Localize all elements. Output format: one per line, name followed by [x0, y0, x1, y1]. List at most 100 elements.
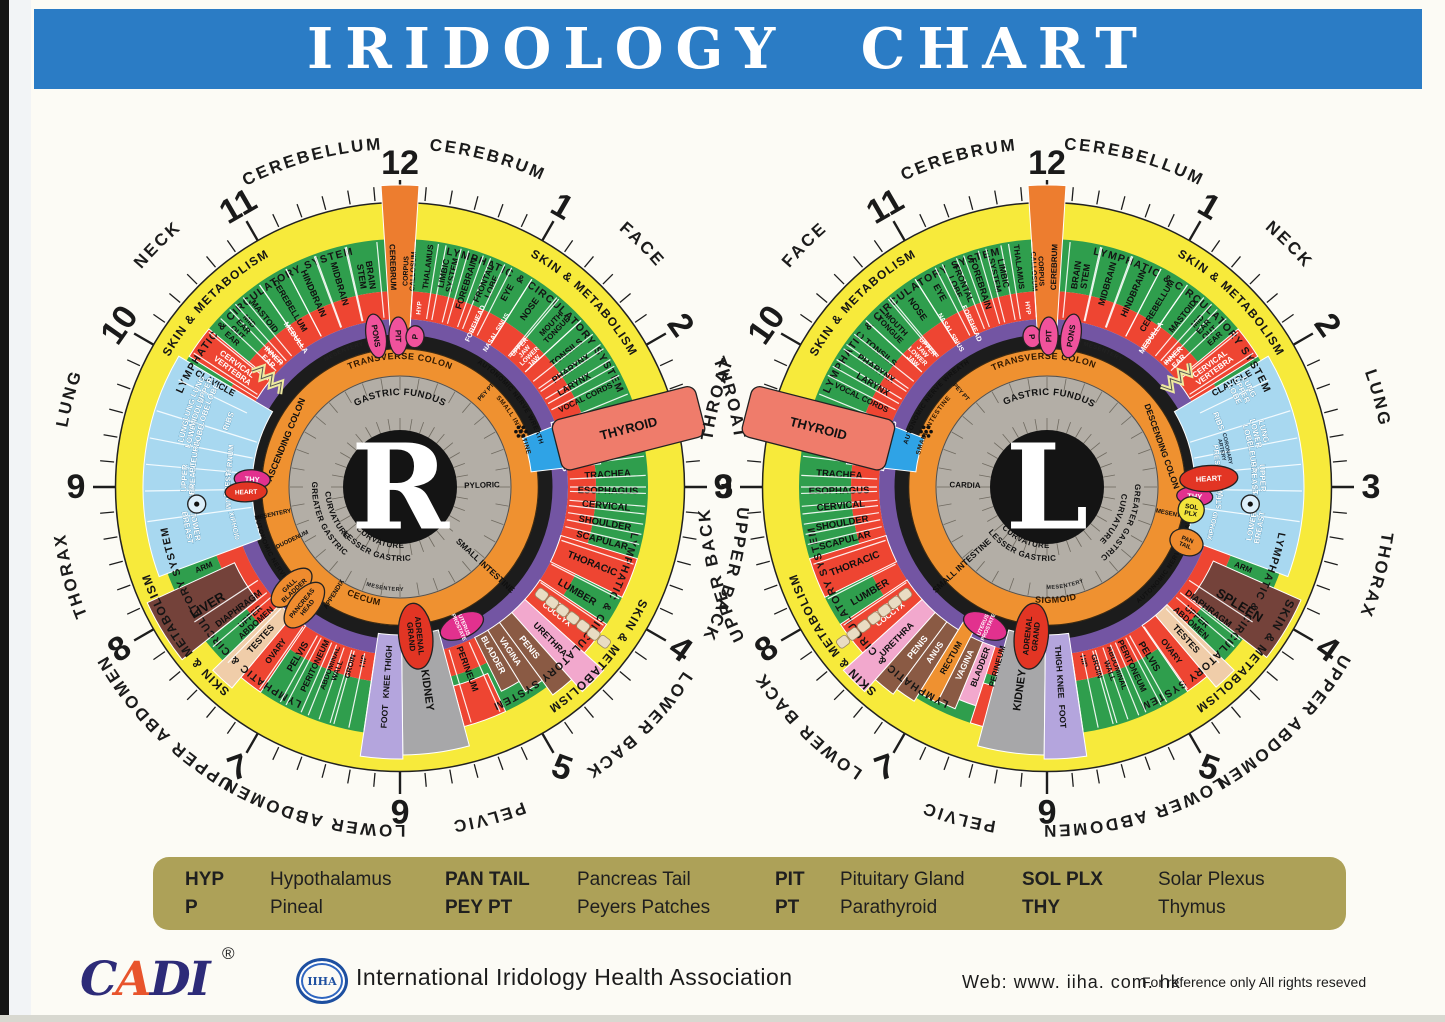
- svg-text:HEART: HEART: [235, 489, 258, 497]
- svg-text:L: L: [1006, 418, 1089, 557]
- svg-text:9: 9: [67, 468, 86, 506]
- svg-text:BRAINSTEM: BRAINSTEM: [1069, 260, 1092, 291]
- svg-text:THY: THY: [244, 474, 259, 484]
- svg-text:2: 2: [1307, 306, 1349, 343]
- svg-text:FOOT: FOOT: [1057, 704, 1069, 729]
- svg-text:ESOPHAGUS: ESOPHAGUS: [578, 485, 639, 497]
- legend-abbr-pit: PIT: [775, 869, 805, 890]
- svg-text:PONS: PONS: [1065, 323, 1078, 347]
- svg-text:6: 6: [391, 792, 410, 830]
- svg-text:MESENTERY: MESENTERY: [365, 582, 404, 593]
- legend-abbr-solplx: SOL PLX: [1022, 869, 1103, 890]
- svg-text:P: P: [1027, 334, 1037, 341]
- svg-text:PIT: PIT: [394, 330, 403, 343]
- svg-text:LUNGLOWERLOBE: LUNGLOWERLOBE: [1240, 416, 1272, 451]
- svg-text:P: P: [411, 333, 421, 340]
- svg-text:THORAX: THORAX: [50, 531, 91, 621]
- svg-text:CORPUSCALLOSUM: CORPUSCALLOSUM: [402, 251, 418, 291]
- svg-text:PIT: PIT: [1044, 330, 1053, 343]
- svg-text:2: 2: [660, 306, 702, 343]
- svg-text:7: 7: [870, 747, 901, 789]
- svg-text:PANTAIL: PANTAIL: [1178, 535, 1195, 551]
- svg-text:SOLPLX: SOLPLX: [1183, 503, 1199, 519]
- svg-text:LUNGUPPERLOBE: LUNGUPPERLOBE: [188, 372, 223, 408]
- svg-text:CEREBELLUM: CEREBELLUM: [239, 137, 383, 190]
- cadi-letter: A: [115, 952, 151, 1007]
- svg-text:HYP: HYP: [1023, 301, 1031, 316]
- legend-abbr-p: P: [185, 897, 198, 918]
- svg-text:THIGH: THIGH: [1053, 645, 1065, 672]
- legend-term-pit: Pituitary Gland: [840, 869, 965, 890]
- svg-text:CEREBELLUM: CEREBELLUM: [1064, 137, 1208, 190]
- svg-text:ADRENALGRAND: ADRENALGRAND: [1021, 616, 1042, 657]
- legend-term-pt: Parathyroid: [840, 897, 938, 918]
- cadi-letter: D: [149, 952, 191, 1007]
- svg-text:LUNGLOWERLOBE: LUNGLOWERLOBE: [175, 416, 207, 451]
- svg-text:LUNGMIDDLELOBE: LUNGMIDDLELOBE: [179, 393, 214, 431]
- legend-term-hyp: Hypothalamus: [270, 869, 392, 890]
- legend-term-peypt: Peyers Patches: [577, 897, 711, 918]
- svg-text:KIDNEY: KIDNEY: [418, 669, 436, 712]
- svg-text:3: 3: [715, 468, 734, 506]
- registered-mark: ®: [222, 944, 235, 963]
- svg-text:KNEE: KNEE: [381, 674, 393, 699]
- svg-text:12: 12: [1028, 144, 1066, 182]
- svg-text:THORAX: THORAX: [1356, 531, 1397, 621]
- svg-text:1: 1: [1191, 185, 1226, 227]
- svg-text:UPPERBREAST: UPPERBREAST: [1249, 461, 1268, 495]
- legend-abbr-hyp: HYP: [185, 869, 225, 890]
- svg-text:3: 3: [1362, 468, 1381, 506]
- svg-text:6: 6: [1038, 792, 1057, 830]
- svg-text:PELVIC: PELVIC: [919, 798, 997, 836]
- svg-text:11: 11: [860, 181, 910, 232]
- svg-text:12: 12: [381, 144, 419, 182]
- legend-abbr-pantail: PAN TAIL: [445, 869, 530, 890]
- svg-text:CEREBRUM: CEREBRUM: [1049, 244, 1059, 291]
- svg-text:PYLORIC: PYLORIC: [464, 480, 500, 490]
- legend-abbr-thy: THY: [1022, 897, 1060, 918]
- svg-text:10: 10: [93, 299, 146, 352]
- svg-text:11: 11: [213, 181, 263, 232]
- svg-text:FACE: FACE: [778, 218, 831, 271]
- cadi-letter: C: [80, 952, 117, 1007]
- svg-text:4: 4: [662, 628, 699, 670]
- svg-text:THIGH: THIGH: [382, 645, 394, 672]
- svg-text:CORPUSCALLOSUM: CORPUSCALLOSUM: [1029, 251, 1045, 291]
- legend-term-pantail: Pancreas Tail: [577, 869, 691, 890]
- legend-abbr-peypt: PEY PT: [445, 897, 513, 918]
- iiha-logo-icon: IIHA: [296, 958, 348, 1004]
- svg-text:THY: THY: [1187, 491, 1203, 501]
- svg-text:CEREBRUM: CEREBRUM: [388, 244, 398, 291]
- svg-text:1: 1: [544, 185, 579, 227]
- svg-text:PONS: PONS: [370, 324, 383, 348]
- svg-text:9: 9: [714, 468, 733, 506]
- legend-bar: HYP Hypothalamus PAN TAIL Pancreas Tail …: [153, 857, 1346, 930]
- cadi-logo: CADI: [80, 952, 211, 1007]
- footer: CADI ® IIHA International Iridology Heal…: [0, 938, 1445, 1018]
- svg-text:KNEE: KNEE: [1055, 674, 1067, 699]
- svg-text:FACE: FACE: [616, 218, 669, 271]
- scan-edge-left-light: [9, 0, 31, 1022]
- svg-text:CEREBRUM: CEREBRUM: [898, 137, 1018, 184]
- svg-text:R: R: [351, 418, 450, 557]
- legend-grid: HYP Hypothalamus PAN TAIL Pancreas Tail …: [153, 857, 1346, 919]
- svg-text:HYP: HYP: [415, 300, 423, 315]
- svg-text:THROAT: THROAT: [697, 354, 737, 442]
- page-title: IRIDOLOGY CHART: [307, 16, 1149, 82]
- svg-text:BRAINSTEM: BRAINSTEM: [355, 260, 378, 291]
- svg-text:ESOPHAGUS: ESOPHAGUS: [809, 485, 870, 497]
- svg-text:PELVIC: PELVIC: [450, 798, 528, 836]
- rights-text: For reference only All rights reseved: [1142, 974, 1367, 990]
- scan-edge-left: [0, 0, 9, 1022]
- website-text: Web: www. iiha. com. hk: [962, 972, 1181, 992]
- title-bar: IRIDOLOGY CHART: [34, 9, 1422, 89]
- svg-text:5: 5: [547, 747, 578, 789]
- association-name: International Iridology Health Associati…: [356, 964, 793, 990]
- svg-text:LUNG: LUNG: [52, 367, 86, 429]
- svg-text:CEREBRUM: CEREBRUM: [429, 137, 549, 184]
- svg-text:UPPERBREAST: UPPERBREAST: [179, 461, 198, 495]
- legend-abbr-pt: PT: [775, 897, 800, 918]
- scan-edge-bottom: [0, 1015, 1445, 1022]
